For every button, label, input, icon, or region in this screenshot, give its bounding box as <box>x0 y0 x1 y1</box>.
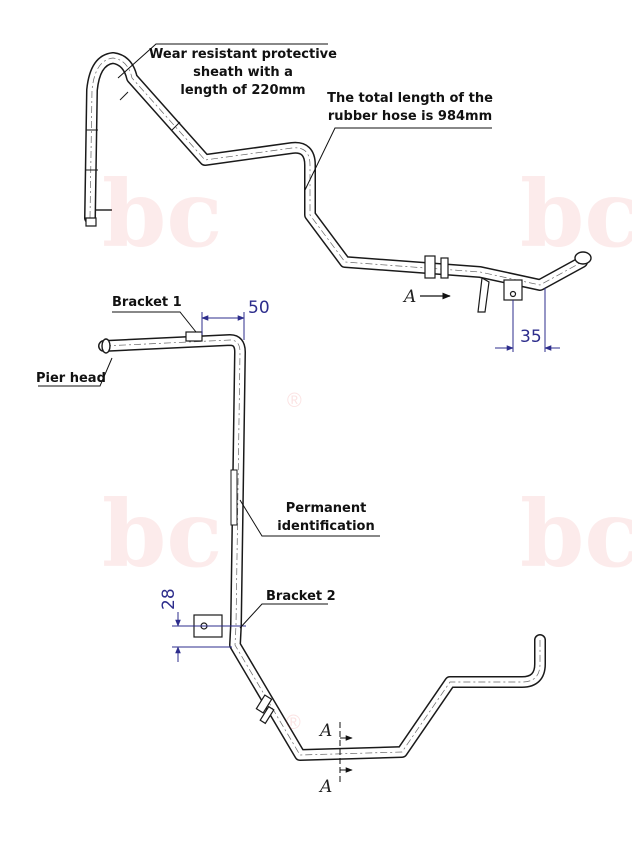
hose-clamp <box>440 257 449 279</box>
dimension-label: 28 <box>159 588 179 610</box>
pier-head-fitting <box>101 338 111 354</box>
dimension-28 <box>172 612 246 662</box>
callout-sheath: Wear resistant protective sheath with a … <box>149 47 337 98</box>
dimension-50 <box>201 312 245 340</box>
section-view-label: A <box>402 287 416 307</box>
svg-text:The total length of the: The total length of the <box>327 91 493 106</box>
registered-mark: ® <box>286 712 301 734</box>
callout-pier-head: Pier head <box>36 371 106 386</box>
callout-bracket-2: Bracket 2 <box>266 589 336 604</box>
callout-leaders <box>38 43 492 629</box>
svg-text:rubber hose is 984mm: rubber hose is 984mm <box>328 109 492 124</box>
dimension-35 <box>495 288 560 352</box>
svg-text:Permanent: Permanent <box>286 501 367 516</box>
svg-text:sheath with a: sheath with a <box>193 65 293 80</box>
svg-text:identification: identification <box>277 519 374 534</box>
callout-total-length: The total length of the rubber hose is 9… <box>327 91 493 124</box>
dimension-label: 35 <box>520 327 542 347</box>
permanent-identification-mark <box>230 469 238 526</box>
callout-permanent-identification: Permanent identification <box>277 501 374 534</box>
hose-clamp <box>255 694 273 714</box>
hose-clamp <box>259 705 275 725</box>
svg-text:length of 220mm: length of 220mm <box>180 83 305 98</box>
section-cut-label: A <box>318 721 332 741</box>
sheath-bands <box>86 91 181 171</box>
section-cut-label: A <box>318 777 332 797</box>
top-view-hose <box>84 52 592 313</box>
hose-end-fitting <box>574 251 592 265</box>
callout-bracket-1: Bracket 1 <box>112 295 182 310</box>
dimension-label: 50 <box>248 298 270 318</box>
hose-clamp <box>424 255 436 279</box>
main-view-hose <box>98 331 546 761</box>
section-cut-line <box>339 722 353 785</box>
bracket-1 <box>185 331 203 342</box>
top-bracket <box>477 277 523 313</box>
hose-end-fitting <box>85 217 97 227</box>
svg-text:Wear resistant protective: Wear resistant protective <box>149 47 337 62</box>
registered-mark: ® <box>287 390 302 412</box>
